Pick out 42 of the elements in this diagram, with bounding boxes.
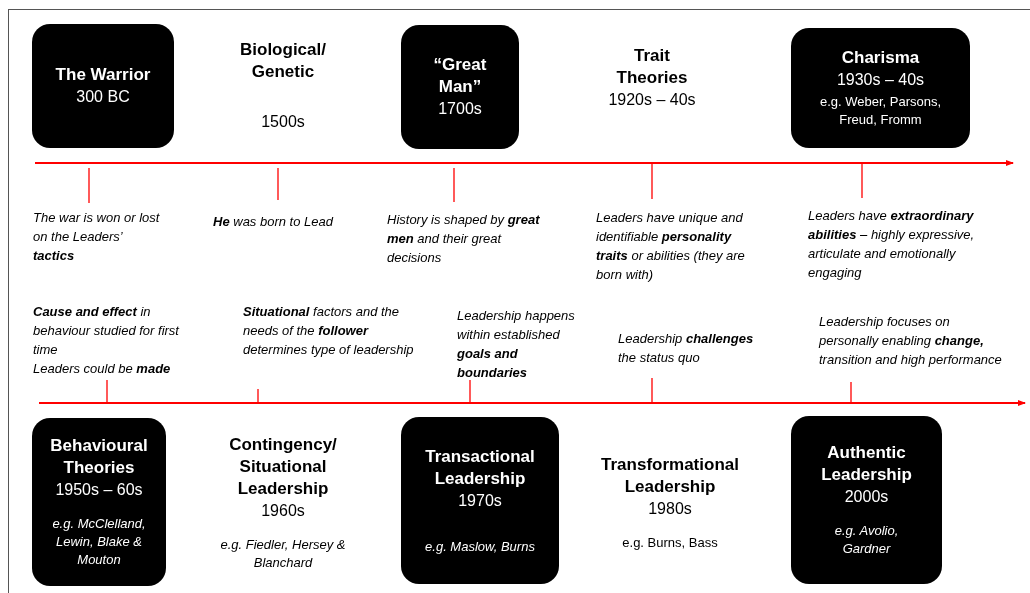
era-title: The Warrior [55, 64, 151, 86]
description-text: Leaders could be made [33, 360, 172, 378]
era-box [32, 418, 166, 586]
description-text: Leaders have unique and identifiable personality traits or abilities (they are born with) [596, 209, 746, 284]
era-date: 300 BC [76, 87, 130, 107]
example-names: e.g. Avolio, Gardner [833, 522, 900, 558]
era-box [791, 416, 942, 584]
example-names: e.g. McClelland, Lewin, Blake & Mouton [51, 515, 147, 569]
description-text: Leadership challenges the status quo [618, 330, 755, 367]
era-date: 2000s [844, 487, 889, 507]
era-date: 1970s [458, 490, 502, 511]
description-text: Situational factors and the needs of the follower determines type of leadership [243, 303, 415, 359]
description-text: Leadership focuses on personally enabling change, transition and high performance [819, 313, 1003, 369]
example-names: e.g. Weber, Parsons, Freud, Fromm [818, 93, 943, 129]
era-title: Contingency/ Situational Leadership [228, 434, 338, 500]
description-text: The war is won or lost on the Leaders’ tactics [33, 209, 161, 265]
era-title: Transactional Leadership [424, 445, 536, 490]
era-title: Biological/ Genetic [239, 39, 327, 83]
era-title: Trait Theories [615, 45, 689, 89]
era-date: 1700s [438, 99, 482, 119]
description-text: History is shaped by great men and their great decisions [387, 211, 541, 267]
description-text: Leaders have extraordinary abilities – highly expressive, articulate and emotionally engaging [808, 207, 976, 282]
description-text: Leadership happens within established goals and boundaries [457, 307, 576, 382]
example-names: e.g. Fiedler, Hersey & Blanchard [219, 536, 347, 572]
example-names: e.g. Burns, Bass [622, 533, 718, 552]
era-date: 1500s [261, 112, 305, 132]
era-date: 1960s [261, 501, 305, 521]
example-names: e.g. Maslow, Burns [425, 537, 535, 556]
era-title: Transformational Leadership [600, 453, 740, 498]
era-date: 1920s – 40s [608, 90, 696, 110]
description-text: He was born to Lead [213, 213, 335, 231]
era-box [401, 417, 559, 584]
era-title: “Great Man” [432, 54, 488, 98]
era-box [791, 28, 970, 148]
era-date: 1980s [648, 498, 692, 519]
era-title: Authentic Leadership [821, 442, 912, 486]
era-box [401, 25, 519, 149]
era-date: 1950s – 60s [55, 480, 143, 500]
era-date: 1930s – 40s [836, 70, 925, 90]
era-title: Charisma [841, 47, 920, 69]
era-title: Behavioural Theories [49, 435, 149, 479]
era-box [32, 24, 174, 148]
